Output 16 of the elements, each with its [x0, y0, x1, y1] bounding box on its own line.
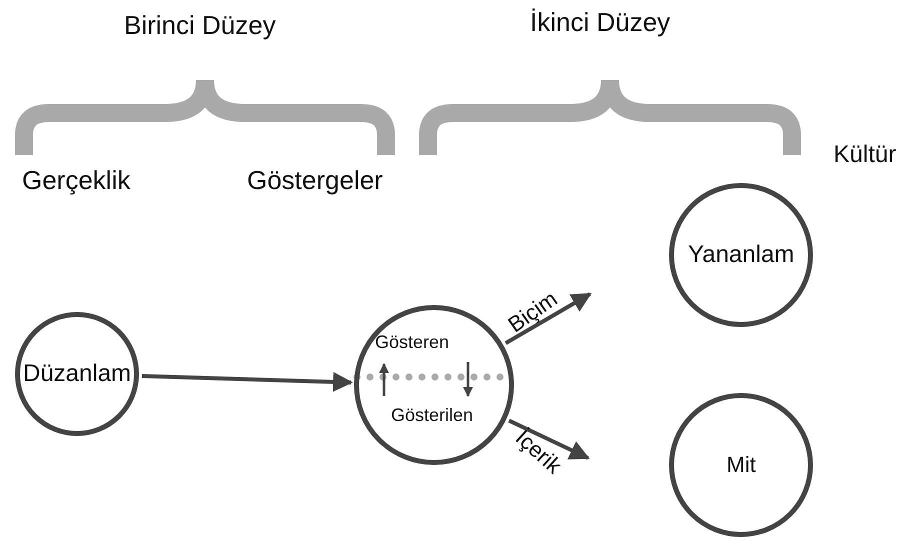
- circle: [15, 312, 139, 436]
- node-text: Gösterilen: [391, 404, 474, 426]
- node-text: Yananlam: [688, 241, 794, 269]
- label: Kültür: [834, 141, 896, 169]
- arrow: [142, 372, 354, 392]
- label: Gerçeklik: [22, 164, 130, 196]
- circle: [669, 393, 813, 537]
- label: Birinci Düzey: [124, 10, 276, 40]
- circle: [669, 183, 813, 327]
- node-text: Düzanlam: [23, 360, 132, 388]
- node-text: Mit: [726, 452, 756, 478]
- arrow: [504, 292, 592, 345]
- label: Göstergeler: [247, 164, 383, 196]
- node-text: Gösteren: [375, 332, 450, 352]
- label: İkinci Düzey: [530, 6, 670, 38]
- arrow: [508, 418, 590, 460]
